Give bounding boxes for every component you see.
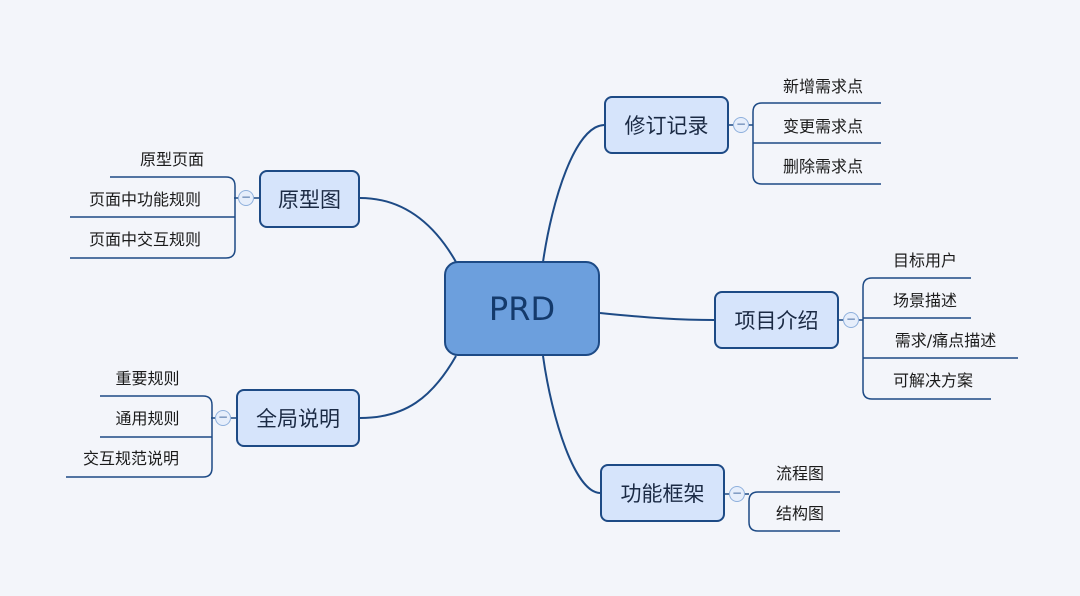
leaf-global-important[interactable]: 重要规则 (115, 369, 180, 388)
connector-root-prototype (359, 197, 457, 263)
minus-circle-icon[interactable]: − (733, 117, 749, 133)
leaf-prototype-page[interactable]: 原型页面 (139, 150, 204, 169)
leaf-project-pain[interactable]: 需求/痛点描述 (894, 331, 997, 350)
leaf-project-solution[interactable]: 可解决方案 (892, 371, 973, 390)
bracket-project (862, 277, 991, 400)
branch-node-global[interactable]: 全局说明 (236, 389, 360, 447)
connector-root-framework (542, 355, 601, 494)
leaf-prototype-function-rules[interactable]: 页面中功能规则 (88, 190, 201, 209)
minus-circle-icon[interactable]: − (843, 312, 859, 328)
minus-circle-icon[interactable]: − (215, 410, 231, 426)
leaf-revision-new[interactable]: 新增需求点 (782, 77, 863, 96)
leaf-project-scene[interactable]: 场景描述 (892, 291, 957, 310)
leaf-global-common[interactable]: 通用规则 (115, 409, 180, 428)
leaf-project-users[interactable]: 目标用户 (892, 251, 957, 270)
leaf-framework-structure[interactable]: 结构图 (775, 504, 824, 523)
branch-node-revision[interactable]: 修订记录 (604, 96, 729, 154)
leaf-revision-delete[interactable]: 删除需求点 (782, 157, 863, 176)
connector-root-revision (542, 124, 605, 263)
root-node-prd[interactable]: PRD (444, 261, 600, 356)
branch-node-prototype[interactable]: 原型图 (259, 170, 360, 228)
branch-node-project[interactable]: 项目介绍 (714, 291, 839, 349)
branch-node-framework[interactable]: 功能框架 (600, 464, 725, 522)
minus-circle-icon[interactable]: − (729, 486, 745, 502)
leaf-global-interaction-spec[interactable]: 交互规范说明 (82, 449, 179, 468)
leaf-framework-flow[interactable]: 流程图 (775, 464, 824, 483)
bracket-framework (748, 491, 840, 532)
connector-root-project (599, 312, 715, 321)
connector-root-global (359, 355, 457, 419)
minus-circle-icon[interactable]: − (238, 190, 254, 206)
leaf-revision-change[interactable]: 变更需求点 (782, 117, 863, 136)
leaf-prototype-interaction-rules[interactable]: 页面中交互规则 (88, 230, 201, 249)
